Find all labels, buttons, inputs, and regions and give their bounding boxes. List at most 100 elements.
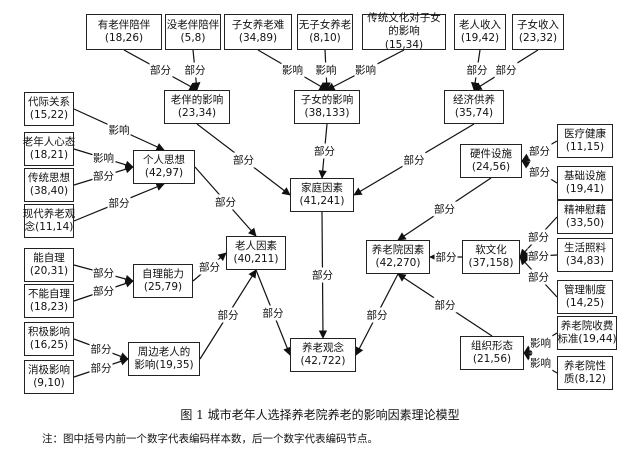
edge-label: 影响 <box>107 122 131 137</box>
edge-label: 部分 <box>89 360 113 376</box>
node-code: (23,32) <box>518 32 558 44</box>
edge-label: 部分 <box>89 341 113 357</box>
edge-label: 部分 <box>433 201 456 217</box>
edge-label: 部分 <box>183 62 207 78</box>
node-code: (38,133) <box>304 107 350 119</box>
node-code: (41,241) <box>299 195 345 207</box>
node-label: 无子女养老 <box>298 18 352 31</box>
node-code: (35,74) <box>454 107 494 119</box>
node-economic-supply: 经济供养(35,74) <box>444 90 504 124</box>
node-code: (9,10) <box>33 377 65 389</box>
node-label: 传统文化对子女 <box>367 12 441 25</box>
node-no-elder-company: 没老伴陪伴(5,8) <box>165 14 221 50</box>
node-personal-thought: 个人思想(42,97) <box>133 150 195 184</box>
node-code: (25,79) <box>143 281 183 293</box>
edge-label: 部分 <box>261 305 285 320</box>
node-label: 自理能力 <box>142 267 184 280</box>
node-code: (24,56) <box>471 161 511 173</box>
node-label: 精神慰藉 <box>564 203 606 216</box>
node-children-income: 子女收入(23,32) <box>512 14 564 50</box>
node-elderly-factor: 老人因素(40,211) <box>226 236 286 270</box>
edge-label: 部分 <box>92 283 115 299</box>
node-label: 老年人心态 <box>22 135 76 148</box>
edge-label: 部分 <box>214 194 237 209</box>
node-hardware: 硬件设施(24,56) <box>460 144 522 178</box>
node-label: 老人收入 <box>459 18 501 31</box>
node-code: (19,41) <box>565 183 605 195</box>
node-label: 生活照料 <box>564 241 606 254</box>
node-code: (42,97) <box>144 167 184 179</box>
node-elder-mentality: 老年人心态(18,21) <box>22 132 76 166</box>
node-code: (42,722) <box>300 355 346 367</box>
edge-label: 部分 <box>149 62 172 78</box>
node-label: 传统思想 <box>28 171 70 184</box>
edge-label: 部分 <box>527 229 550 245</box>
node-label: 组织形态 <box>471 339 513 352</box>
figure-note: 注：图中括号内前一个数字代表编码样本数，后一个数字代表编码节点。 <box>42 433 378 445</box>
edge-label: 影响 <box>354 62 377 78</box>
node-label2: 的影响 <box>388 25 420 38</box>
edge-label: 部分 <box>402 152 426 167</box>
edge-label: 部分 <box>313 143 336 159</box>
node-code: (18,26) <box>104 32 144 44</box>
edge-label: 部分 <box>311 267 334 283</box>
node-code: (42,270) <box>375 257 421 269</box>
node-mgmt-system: 管理制度(14,25) <box>557 280 613 314</box>
node-code: (20,31) <box>29 265 69 277</box>
figure-caption: 图 1 城市老年人选择养老院养老的影响因素理论模型 <box>180 408 460 422</box>
node-traditional-thought: 传统思想(38,40) <box>24 168 74 202</box>
node-label: 养老院性 <box>564 359 606 372</box>
node-code: (11,15) <box>565 141 605 153</box>
node-label: 经济供养 <box>453 93 495 106</box>
node-code: (19,42) <box>460 32 500 44</box>
edge-label: 部分 <box>232 152 255 167</box>
node-elderly-concept: 养老观念(42,722) <box>290 338 356 372</box>
node-nature: 养老院性质(8,12) <box>557 356 613 390</box>
node-label: 养老院因素 <box>371 243 425 256</box>
node-label: 子女养老难 <box>231 18 285 31</box>
node-org-form: 组织形态(21,56) <box>460 336 524 370</box>
node-code: (5,8) <box>180 32 206 44</box>
node-intergenerational: 代际关系(15,22) <box>24 92 74 126</box>
node-tradition-influence: 传统文化对子女的影响(15,34) <box>362 12 446 51</box>
node-peer-elders: 周边老人的影响(19,35) <box>128 342 200 376</box>
node-children-elderly-hard: 子女养老难(34,89) <box>224 14 292 50</box>
node-soft-culture: 软文化(37,158) <box>462 240 520 274</box>
node-code: (34,89) <box>238 32 278 44</box>
node-label2: 念(11,14) <box>24 221 74 233</box>
node-spouse-influence: 老伴的影响(23,34) <box>164 90 230 124</box>
node-label2: 影响(19,35) <box>134 359 194 371</box>
node-label: 子女收入 <box>517 18 559 31</box>
node-children-influence: 子女的影响(38,133) <box>294 90 360 124</box>
node-label: 有老伴陪伴 <box>97 18 151 31</box>
edge-label: 部分 <box>494 62 518 78</box>
node-label: 管理制度 <box>564 283 606 296</box>
node-positive-influence: 积极影响(16,25) <box>24 322 74 356</box>
node-label: 老伴的影响 <box>170 93 224 106</box>
edge-label: 部分 <box>107 195 131 210</box>
edge-label: 影响 <box>314 62 338 78</box>
edge-label: 影响 <box>281 62 304 78</box>
node-code: (37,158) <box>468 257 514 269</box>
node-label: 子女的影响 <box>300 93 354 106</box>
node-can-self-care: 能自理(20,31) <box>24 248 74 282</box>
node-code: (16,25) <box>29 339 69 351</box>
node-label: 硬件设施 <box>470 147 512 160</box>
node-label: 没老伴陪伴 <box>166 18 220 31</box>
edge-label: 部分 <box>465 62 489 78</box>
node-label: 养老观念 <box>302 341 344 354</box>
edge-label: 部分 <box>434 249 458 265</box>
node-label: 不能自理 <box>28 287 70 300</box>
edge-label: 影响 <box>92 150 115 166</box>
node-negative-influence: 消极影响(9,10) <box>24 360 74 394</box>
node-label: 代际关系 <box>28 95 70 108</box>
node-code: (18,21) <box>29 149 69 161</box>
node-label: 家庭因素 <box>301 181 343 194</box>
node-life-care: 生活照料(34,83) <box>557 238 613 272</box>
node-code: (15,22) <box>29 109 69 121</box>
node-label: 老人因素 <box>235 239 277 252</box>
edge-label: 部分 <box>528 164 551 180</box>
node-label: 医疗健康 <box>564 127 606 140</box>
node-fee-standard: 养老院收费标准(19,44) <box>557 316 617 350</box>
